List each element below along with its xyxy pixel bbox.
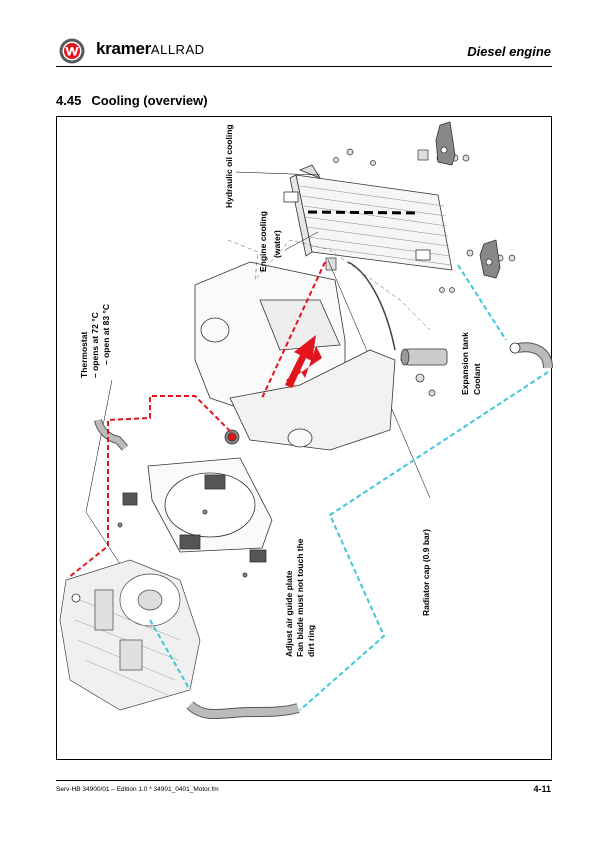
label-coolant: Coolant	[472, 363, 482, 395]
label-expansion-tank: Expansion tank	[460, 332, 470, 395]
figure-frame	[56, 116, 552, 760]
header-divider	[56, 66, 552, 67]
w-logo-icon	[59, 38, 85, 64]
air-guide-plate	[117, 457, 273, 578]
mounting-brackets	[435, 121, 501, 279]
chapter-title: Diesel engine	[467, 44, 551, 59]
radiator-assembly	[283, 164, 453, 271]
brand-sub: ALLRAD	[150, 42, 205, 57]
label-engine-cooling-water: (water)	[272, 230, 282, 258]
brand-logo: kramerALLRAD	[96, 39, 205, 59]
section-heading: 4.45 Cooling (overview)	[56, 93, 208, 108]
brand-main: kramer	[96, 39, 151, 58]
label-thermostat-opens: – opens at 72 °C	[90, 312, 100, 378]
cold-coolant-line	[149, 264, 549, 711]
footer-divider	[56, 780, 552, 781]
flow-arrow-icon-main	[285, 335, 316, 388]
label-engine-cooling: Engine cooling	[258, 211, 268, 272]
section-title: Cooling (overview)	[91, 93, 208, 108]
engine-housing	[194, 261, 396, 451]
label-radiator-cap: Radiator cap (0.9 bar)	[421, 529, 431, 616]
label-thermostat: Thermostat	[79, 332, 89, 378]
page-header: kramerALLRAD Diesel engine	[0, 0, 595, 70]
label-fan-blade: Fan blade must not touch the	[295, 538, 305, 657]
label-dirt-ring: dirt ring	[306, 625, 316, 657]
coolant-hoses	[71, 342, 553, 720]
label-air-guide-plate: Adjust air guide plate	[284, 570, 294, 657]
expansion-tank	[347, 261, 448, 397]
label-thermostat-open: – open at 83 °C	[101, 304, 111, 365]
engine-block	[59, 559, 201, 711]
construction-line	[227, 239, 431, 331]
page-number: 4-11	[533, 784, 551, 794]
flow-arrow-icon	[286, 346, 322, 388]
label-hydraulic-oil-cooling: Hydraulic oil cooling	[224, 124, 234, 208]
footer-doc-ref: Serv-HB 34900/01 – Edition 1.0 * 34901_0…	[56, 786, 219, 793]
hot-coolant-line	[67, 261, 326, 579]
section-number: 4.45	[56, 93, 82, 108]
